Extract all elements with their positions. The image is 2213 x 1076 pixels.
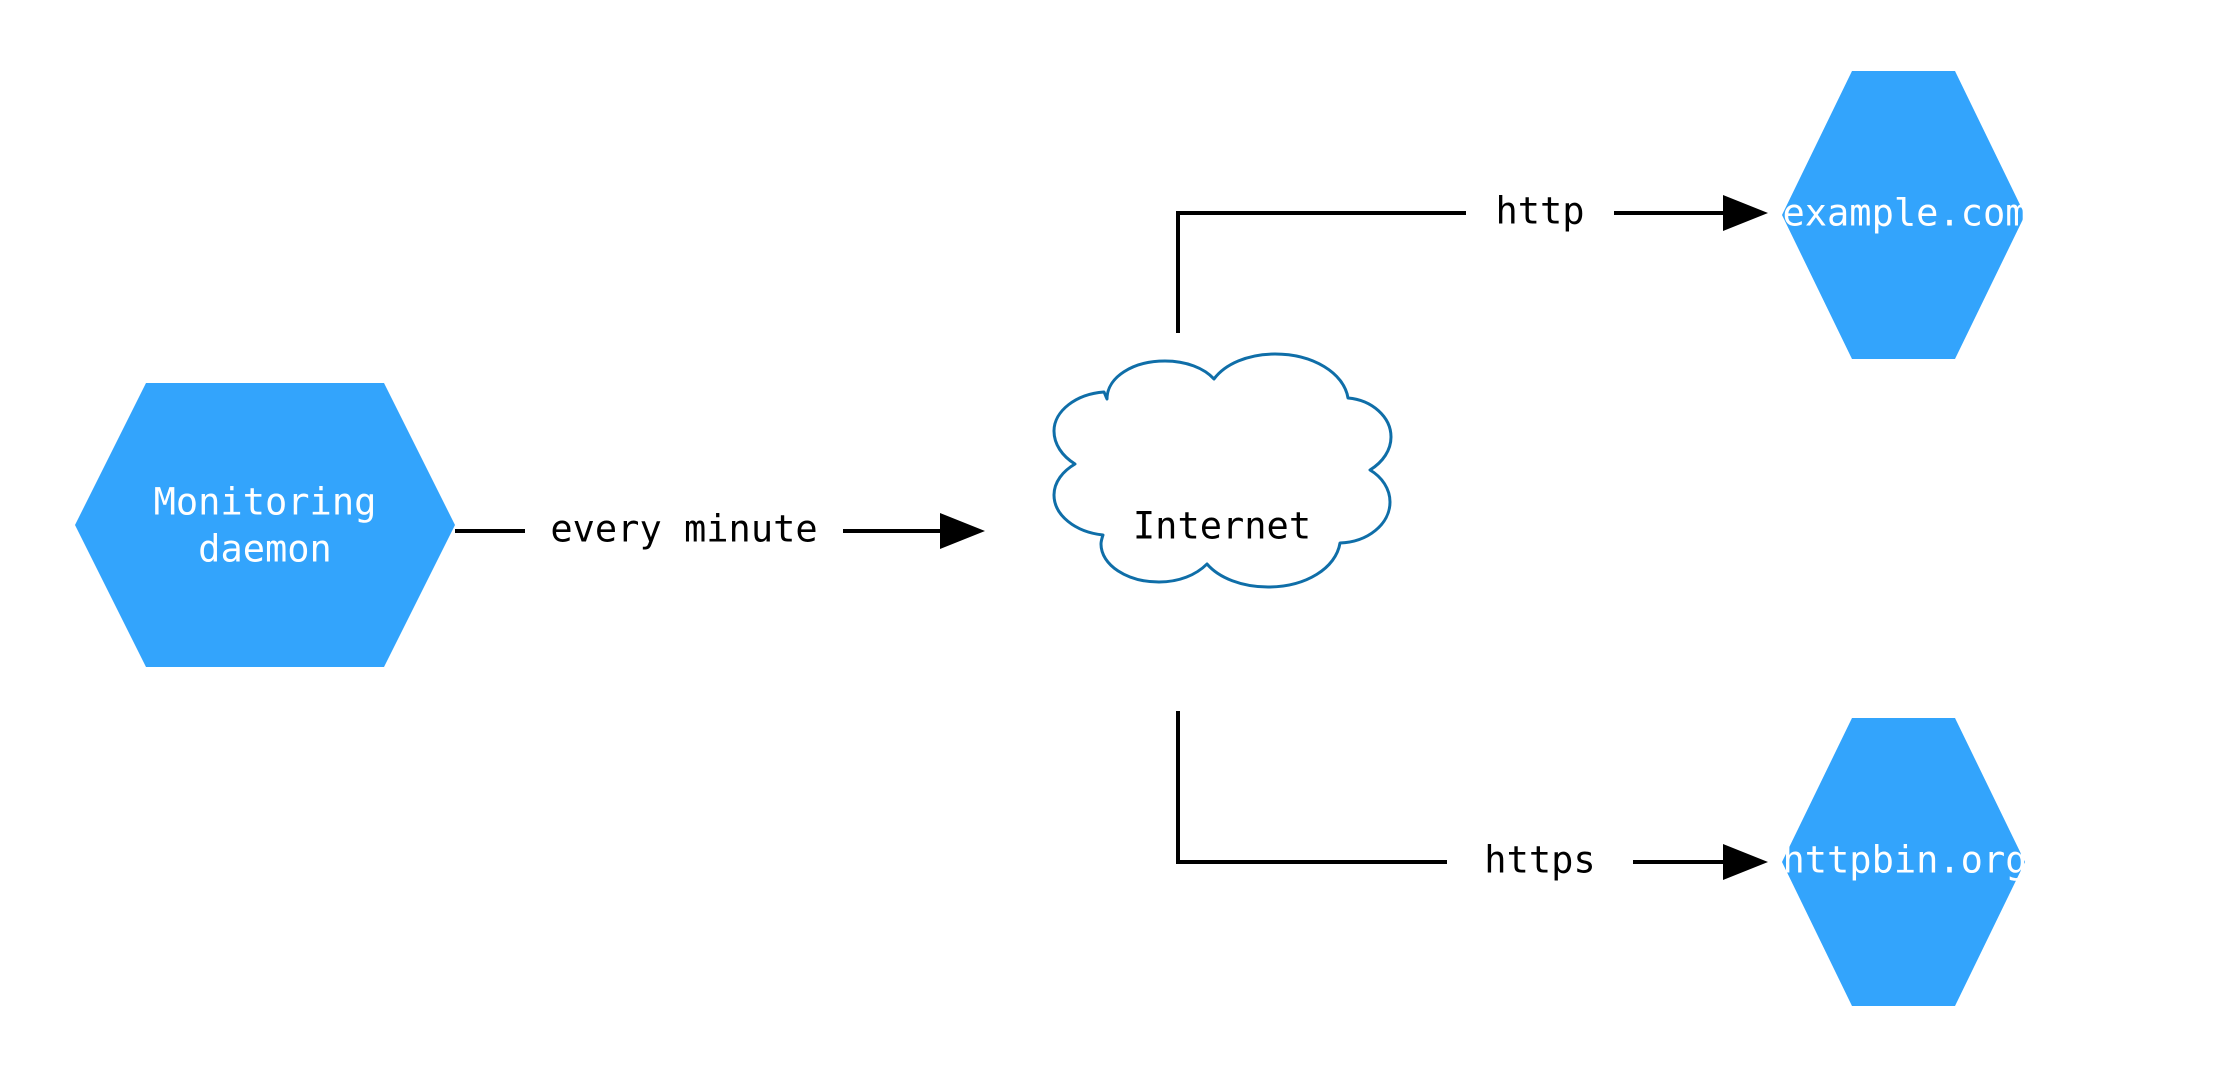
arrowhead-icon	[1723, 844, 1768, 880]
node-label-example-com: example.com	[1782, 192, 2027, 235]
edge-internet-to-example: http	[1176, 190, 1768, 333]
node-label-internet: Internet	[1133, 505, 1311, 548]
node-example-com[interactable]: example.com	[1782, 71, 2028, 359]
edge-internet-to-httpbin: https	[1176, 711, 1768, 882]
node-httpbin-org[interactable]: httpbin.org	[1782, 718, 2028, 1006]
arrowhead-icon	[1723, 195, 1768, 231]
edge-label-every-minute: every minute	[550, 508, 817, 551]
node-label-line1: Monitoring	[154, 481, 377, 524]
hexagon-shape[interactable]	[1782, 718, 2025, 1006]
arrowhead-icon	[940, 513, 985, 549]
cloud-shape[interactable]	[1052, 352, 1393, 589]
node-label-line2: daemon	[198, 528, 332, 571]
edge-label-https: https	[1484, 839, 1595, 882]
hexagon-shape[interactable]	[1782, 71, 2025, 359]
node-label-httpbin-org: httpbin.org	[1782, 839, 2027, 882]
node-monitoring-daemon[interactable]: Monitoring daemon	[75, 383, 455, 667]
edge-daemon-to-internet: every minute	[455, 508, 985, 551]
edge-label-http: http	[1495, 190, 1584, 233]
node-internet[interactable]: Internet	[1052, 352, 1393, 589]
hexagon-shape[interactable]	[75, 383, 455, 667]
